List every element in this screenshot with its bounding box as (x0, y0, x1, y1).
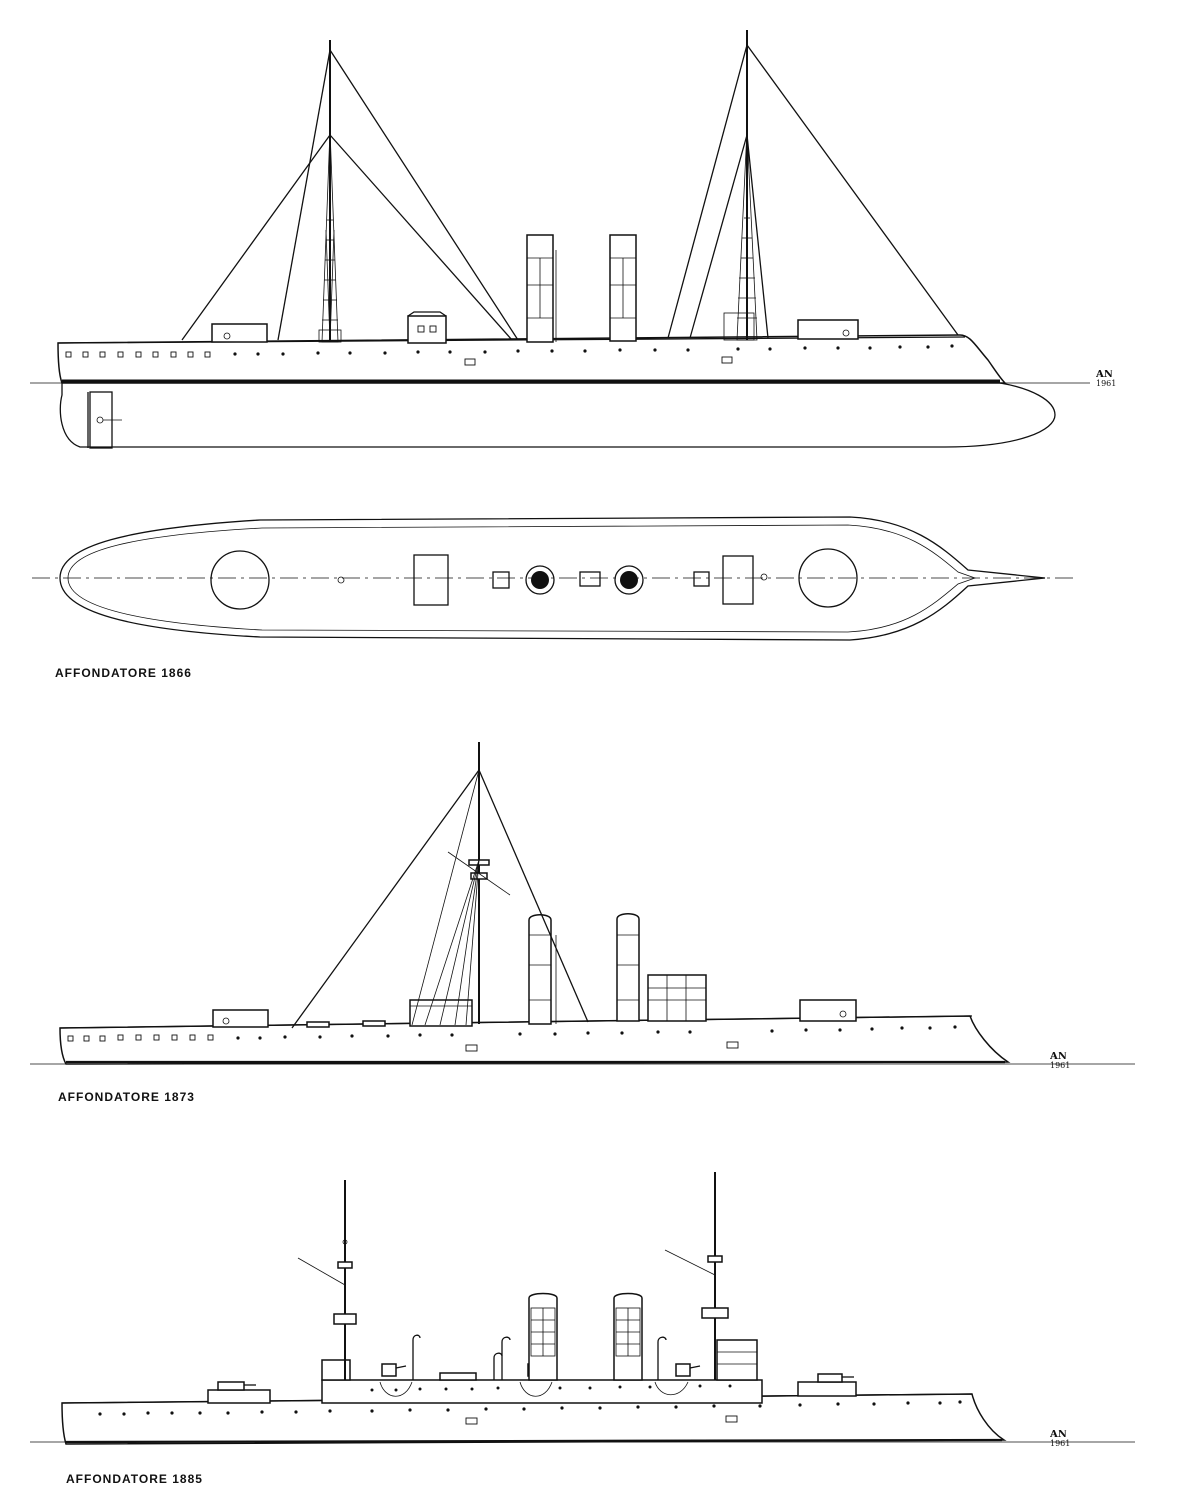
deck-outline-inner (67, 524, 977, 633)
funnel-1873-fore (616, 913, 640, 1022)
scuttles-1866 (233, 344, 954, 356)
funnel-1866-aft (526, 234, 557, 343)
mainmast-1866 (181, 40, 519, 343)
gun-port (721, 356, 733, 364)
hull-1866 (57, 334, 1007, 384)
boat (654, 1381, 689, 1396)
caption-1866: AFFONDATORE 1866 (55, 666, 192, 680)
gun-port (464, 358, 476, 366)
superstructure-1885 (321, 1379, 763, 1404)
funnel-1885-fore (613, 1292, 643, 1381)
funnel-plan-aft (525, 565, 555, 595)
deck-house-plan (413, 554, 449, 606)
signature-1866: AN 1961 (1096, 370, 1117, 388)
funnel-1866-fore (609, 234, 637, 342)
deck-outline-outer (59, 516, 1046, 641)
mast-1873 (291, 742, 589, 1029)
foremast-1885 (664, 1172, 758, 1381)
aft-turret-1885 (207, 1381, 271, 1404)
stern-turret-house-1873 (212, 1009, 269, 1028)
scuttles-1885 (98, 1400, 962, 1416)
boat (379, 1381, 413, 1397)
signature-1873: AN 1961 (1050, 1052, 1071, 1070)
boat (519, 1381, 553, 1397)
superstructure-dots (370, 1384, 732, 1392)
underwater-hull-1866 (59, 382, 1056, 448)
stern-turret-house (211, 323, 268, 343)
caption-1873: AFFONDATORE 1873 (58, 1090, 195, 1104)
funnel-1873-aft (528, 914, 557, 1025)
turret-aft-plan (210, 550, 270, 610)
foremast-1866 (667, 30, 959, 341)
funnel-plan-fore (614, 565, 644, 595)
bridge-1885 (716, 1339, 758, 1381)
stern-windows-1873 (67, 1034, 214, 1042)
scuttles-1873 (236, 1025, 957, 1040)
signature-1885: AN 1961 (1050, 1430, 1071, 1448)
hull-1873 (59, 1015, 1011, 1065)
bow-turret-house (797, 319, 859, 340)
stern-windows-1866 (65, 351, 211, 358)
bow-turret-house-1873 (799, 999, 857, 1022)
caption-1885: AFFONDATORE 1885 (66, 1472, 203, 1486)
hull-1885 (61, 1393, 1007, 1445)
forward-house-plan (722, 555, 754, 605)
deck-plan-1866 (32, 516, 1075, 641)
profile-1866 (30, 30, 1090, 449)
profile-1873 (30, 742, 1135, 1065)
forward-bridge-1873 (647, 974, 707, 1022)
profile-1885 (30, 1172, 1135, 1445)
funnel-1885-aft (528, 1292, 558, 1381)
mainmast-1885 (297, 1180, 357, 1380)
propeller-hub (96, 416, 104, 424)
deck-house (407, 315, 447, 344)
turret-fore-plan (798, 548, 858, 608)
fore-turret-1885 (797, 1373, 857, 1397)
